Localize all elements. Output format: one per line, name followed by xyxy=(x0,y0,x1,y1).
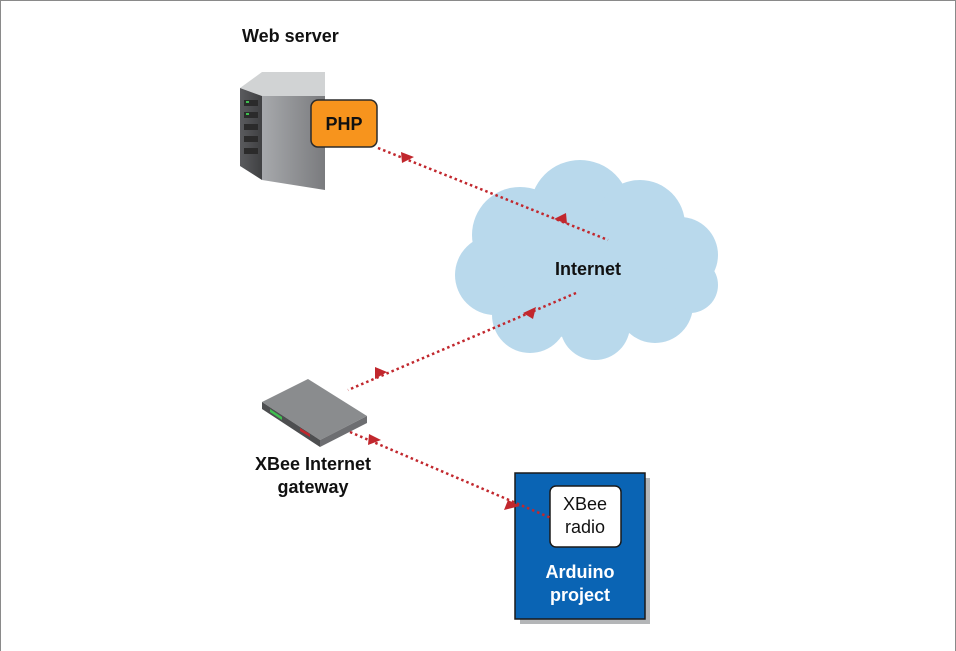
php-label: PHP xyxy=(325,114,362,134)
arduino-project-box: XBee radio Arduino project xyxy=(514,472,650,624)
internet-cloud: Internet xyxy=(455,160,718,360)
arrowhead xyxy=(368,434,381,445)
arrowhead xyxy=(401,152,414,163)
internet-label: Internet xyxy=(555,259,621,279)
arrowhead xyxy=(554,213,567,224)
arrowhead xyxy=(375,367,387,379)
link-gateway-arduino xyxy=(349,430,552,520)
php-box: PHP xyxy=(310,99,378,148)
arduino-label-line1: Arduino xyxy=(546,562,615,582)
server-icon xyxy=(240,72,325,190)
arduino-label-line2: project xyxy=(550,585,610,605)
xbee-radio-label-line2: radio xyxy=(565,517,605,537)
gateway-device-icon xyxy=(262,379,367,447)
gateway-label-line2: gateway xyxy=(277,477,348,497)
web-server-label: Web server xyxy=(242,26,339,46)
arrowhead xyxy=(504,500,520,510)
gateway-label-line1: XBee Internet xyxy=(255,454,371,474)
arrowhead xyxy=(523,307,536,319)
xbee-radio-box xyxy=(549,485,622,548)
xbee-radio-label-line1: XBee xyxy=(563,494,607,514)
